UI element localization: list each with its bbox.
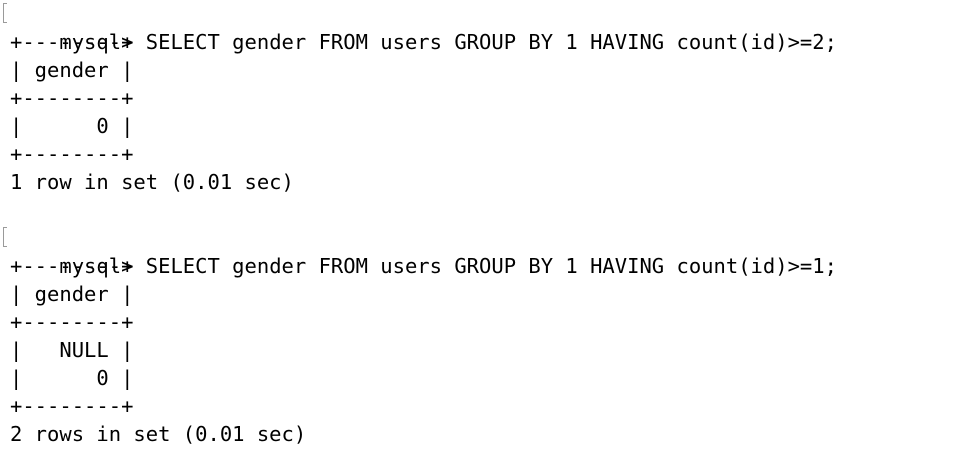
line-marker-icon — [3, 3, 7, 23]
line-marker-icon — [3, 227, 7, 247]
table-header: | gender | — [10, 282, 134, 306]
command-line: mysql> SELECT gender FROM users GROUP BY… — [3, 224, 958, 278]
table-border-bottom: +--------+ — [10, 142, 134, 166]
table-row: | NULL | — [10, 338, 134, 362]
table-header: | gender | — [10, 58, 134, 82]
blank-line — [10, 196, 958, 224]
table-border-mid: +--------+ — [10, 86, 134, 110]
table-row: | 0 | — [10, 366, 134, 390]
table-row: | 0 | — [10, 114, 134, 138]
result-summary: 2 rows in set (0.01 sec) — [10, 422, 307, 446]
sql-command: SELECT gender FROM users GROUP BY 1 HAVI… — [145, 254, 837, 278]
table-border-top: +--------+ — [10, 30, 134, 54]
command-line: mysql> SELECT gender FROM users GROUP BY… — [3, 0, 958, 54]
table-border-top: +--------+ — [10, 254, 134, 278]
table-border-mid: +--------+ — [10, 310, 134, 334]
prompt: mysql> — [59, 254, 134, 278]
sql-command: SELECT gender FROM users GROUP BY 1 HAVI… — [145, 30, 837, 54]
table-border-bottom: +--------+ — [10, 394, 134, 418]
prompt: mysql> — [59, 30, 134, 54]
result-summary: 1 row in set (0.01 sec) — [10, 170, 294, 194]
